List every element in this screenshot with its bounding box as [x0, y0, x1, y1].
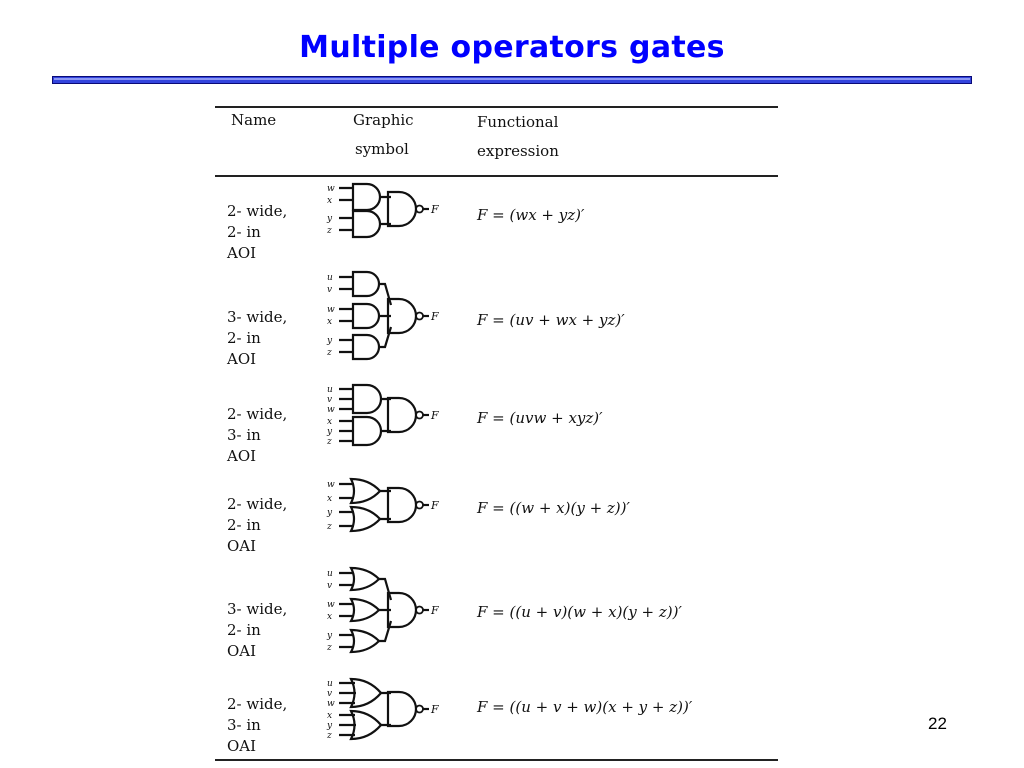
gate-input-label: v [327, 581, 332, 591]
gate-input-label: y [326, 427, 333, 437]
gate-input-label: x [327, 417, 332, 427]
gate-output-label: F [430, 310, 439, 323]
row-name-line1: 3- wide, [227, 308, 288, 326]
gate-input-label: w [327, 600, 335, 610]
gate-input-label: x [327, 711, 332, 721]
gate-input-label: z [326, 226, 332, 236]
title-underline [52, 76, 972, 84]
gate-input-label: u [327, 385, 333, 395]
row-name-line3: AOI [227, 244, 257, 262]
gate-output-label: F [430, 203, 439, 216]
gate-output-label: F [430, 409, 439, 422]
gate-input-label: w [327, 699, 335, 709]
row-name-line3: OAI [227, 642, 257, 660]
gate-input-label: u [327, 679, 333, 689]
header-name: Name [231, 111, 277, 129]
row-name-line1: 2- wide, [227, 202, 288, 220]
row-name-line2: 2- in [227, 621, 261, 639]
gate-input-label: z [326, 522, 332, 532]
gate-input-label: w [327, 480, 335, 490]
gate-input-label: v [327, 689, 332, 699]
gate-input-label: x [327, 612, 332, 622]
row-name-line3: AOI [227, 447, 257, 465]
gate-input-label: x [327, 317, 332, 327]
table-bottom-rule [215, 759, 778, 761]
functional-expression: F = ((w + x)(y + z))′ [477, 499, 630, 517]
row-name-line3: OAI [227, 537, 257, 555]
gate-input-label: y [326, 336, 333, 346]
slide-title: Multiple operators gates [299, 30, 725, 65]
gate-input-label: w [327, 184, 335, 194]
functional-expression: F = ((u + v + w)(x + y + z))′ [477, 698, 693, 716]
gate-output-label: F [430, 499, 439, 512]
title-underline-highlight [54, 78, 970, 80]
gate-input-label: y [326, 214, 333, 224]
gate-output-label: F [430, 604, 439, 617]
gate-input-label: u [327, 569, 333, 579]
gate-input-label: z [326, 348, 332, 358]
functional-expression: F = (uv + wx + yz)′ [477, 311, 625, 329]
gate-input-label: v [327, 285, 332, 295]
header-bottom-rule [215, 175, 778, 177]
row-name-line2: 3- in [227, 426, 261, 444]
row-name-line3: OAI [227, 737, 257, 755]
gate-input-label: w [327, 405, 335, 415]
gate-output-label: F [430, 703, 439, 716]
functional-expression: F = ((u + v)(w + x)(y + z))′ [477, 603, 682, 621]
header-expression-line1: Functional [477, 113, 559, 131]
page-number: 22 [928, 714, 947, 733]
gate-input-label: y [326, 721, 333, 731]
header-symbol-line1: Graphic [353, 111, 414, 129]
row-name-line1: 3- wide, [227, 600, 288, 618]
gate-input-label: w [327, 305, 335, 315]
gate-input-label: z [326, 437, 332, 447]
functional-expression: F = (uvw + xyz)′ [477, 409, 603, 427]
row-name-line1: 2- wide, [227, 695, 288, 713]
gate-table: Name Graphic symbol Functional expressio… [215, 98, 778, 763]
row-name-line2: 2- in [227, 329, 261, 347]
row-name-line1: 2- wide, [227, 495, 288, 513]
row-name-line2: 2- in [227, 223, 261, 241]
header-expression-line2: expression [477, 142, 559, 160]
row-name-line3: AOI [227, 350, 257, 368]
header-symbol-line2: symbol [355, 140, 409, 158]
row-name-line1: 2- wide, [227, 405, 288, 423]
gate-input-label: u [327, 273, 333, 283]
gate-input-label: v [327, 395, 332, 405]
gate-input-label: y [326, 508, 333, 518]
row-name-line2: 3- in [227, 716, 261, 734]
row-name-line2: 2- in [227, 516, 261, 534]
gate-input-label: x [327, 494, 332, 504]
gate-input-label: y [326, 631, 333, 641]
table-top-rule [215, 106, 778, 108]
gate-input-label: z [326, 643, 332, 653]
functional-expression: F = (wx + yz)′ [477, 206, 585, 224]
gate-input-label: z [326, 731, 332, 741]
gate-input-label: x [327, 196, 332, 206]
